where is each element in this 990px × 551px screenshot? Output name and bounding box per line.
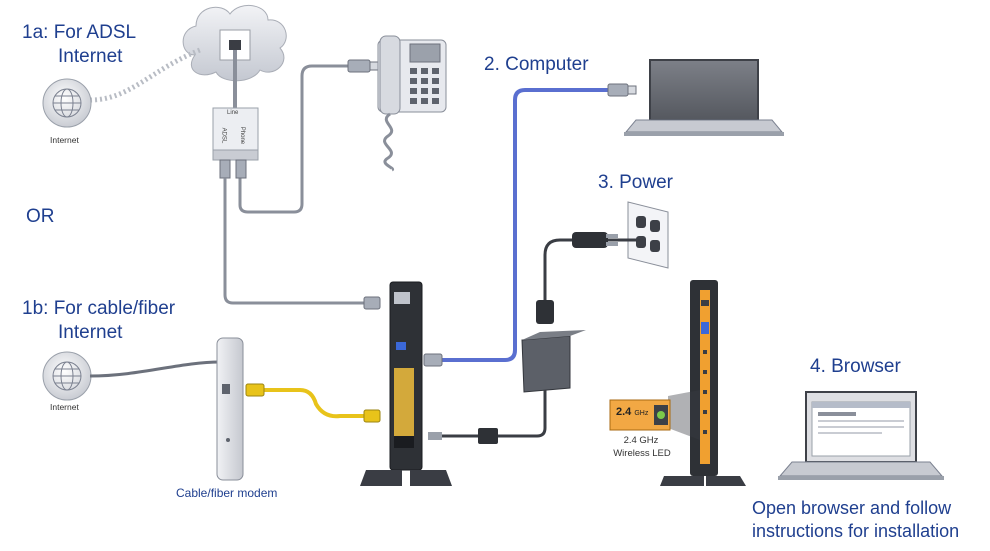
browser-label: 4. Browser xyxy=(810,356,901,377)
adsl-title-line2: Internet xyxy=(58,46,123,67)
led-badge: 2.4 GHz xyxy=(616,406,648,419)
led-caption-line2: Wireless LED xyxy=(613,448,671,459)
internet-globe-icon xyxy=(42,78,92,128)
cable-title-line2: Internet xyxy=(58,322,123,343)
router-front-view xyxy=(660,280,746,486)
splitter-line-label: Line xyxy=(227,110,239,116)
phone-cable-plug xyxy=(347,59,379,73)
led-caption-line1: 2.4 GHz xyxy=(623,435,659,446)
computer-label: 2. Computer xyxy=(484,54,589,75)
adapter-to-router-cord xyxy=(440,390,547,438)
or-label: OR xyxy=(26,206,55,227)
dsl-splitter xyxy=(212,107,259,161)
browser-note-line1: Open browser and follow xyxy=(752,498,952,518)
phone-cable xyxy=(238,64,350,214)
power-label: 3. Power xyxy=(598,172,673,193)
computer-cable-plugs xyxy=(423,83,637,367)
internet-globe-icon-bottom xyxy=(42,351,92,401)
internet-label-bottom: Internet xyxy=(50,402,79,412)
led-callout xyxy=(609,399,671,431)
power-cord xyxy=(543,238,640,310)
router-power-plug xyxy=(428,428,498,444)
adsl-cable xyxy=(223,178,366,305)
yellow-cable-plugs xyxy=(245,383,381,423)
adsl-title: 1a: For ADSL xyxy=(22,22,137,43)
router-back-view xyxy=(360,281,452,486)
power-outlet-icon xyxy=(627,201,669,269)
computer-laptop-icon xyxy=(624,59,784,136)
splitter-adsl-label: ADSL xyxy=(220,127,227,144)
power-plug xyxy=(536,232,618,324)
adsl-cable-plug xyxy=(363,296,381,310)
modem-ethernet-cable xyxy=(250,388,370,419)
telephone-icon xyxy=(377,35,447,172)
splitter-plugs xyxy=(219,159,247,179)
cable-title: 1b: For cable/fiber xyxy=(22,298,176,319)
coax-cable xyxy=(89,360,221,378)
led-badge-value: 2.4 xyxy=(616,406,632,418)
power-adapter xyxy=(521,330,586,393)
led-badge-unit: GHz xyxy=(634,410,649,417)
internet-label-top: Internet xyxy=(50,135,79,145)
dsl-dotted-line xyxy=(89,47,201,103)
browser-note-line2: instructions for installation xyxy=(752,521,960,541)
computer-ethernet-cable xyxy=(440,88,610,362)
cable-modem-label: Cable/fiber modem xyxy=(176,486,278,500)
browser-laptop-icon xyxy=(778,391,944,480)
splitter-phone-label: Phone xyxy=(239,126,246,145)
cable-modem-icon xyxy=(216,337,244,481)
